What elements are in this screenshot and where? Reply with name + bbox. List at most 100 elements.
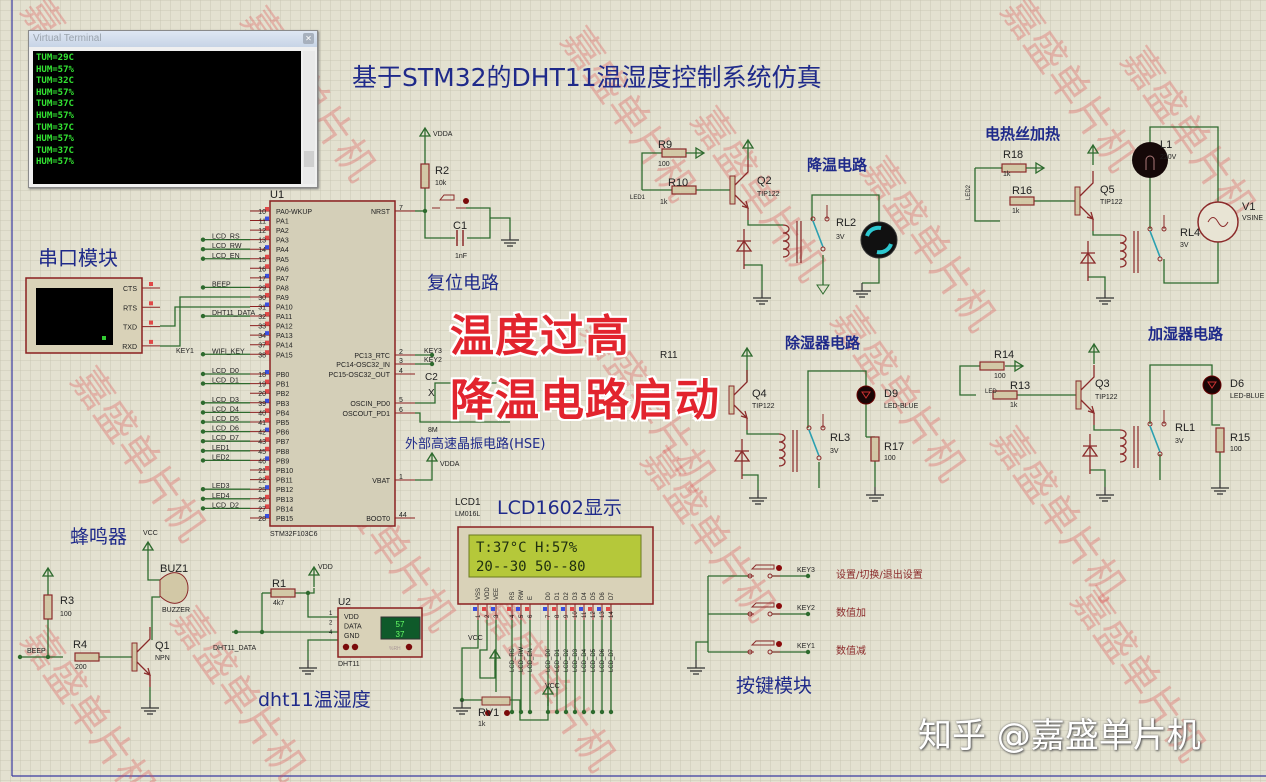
key-contact bbox=[747, 649, 753, 655]
junction-dot bbox=[200, 313, 206, 319]
value-q2: TIP122 bbox=[757, 191, 780, 198]
value-d9: LED-BLUE bbox=[884, 403, 919, 410]
u1-pin-num: 43 bbox=[258, 439, 266, 446]
heater-lamp-icon bbox=[1132, 142, 1168, 178]
rl2-relay-core bbox=[796, 221, 802, 263]
wire bbox=[959, 365, 980, 396]
page-title: 基于STM32的DHT11温湿度控制系统仿真 bbox=[352, 63, 822, 92]
dht11-humidity-readout: 57 bbox=[396, 620, 405, 629]
value-rv1: 1k bbox=[478, 721, 486, 728]
lcd-net-label: LCD_D0 bbox=[546, 648, 552, 672]
value-rl1: 3V bbox=[1175, 438, 1184, 445]
ground-icon bbox=[687, 660, 705, 675]
ref-c2: C2 bbox=[425, 372, 438, 383]
lcd-pin-name: VDD bbox=[485, 587, 491, 600]
pin-marker bbox=[265, 485, 269, 490]
part-lcd1: LM016L bbox=[455, 511, 480, 518]
lcd-pin-num: 8 bbox=[555, 614, 561, 618]
section-heater-label: 电热丝加热 bbox=[985, 125, 1060, 143]
q5-transistor-leads bbox=[1079, 171, 1094, 231]
junction-dot bbox=[259, 629, 265, 635]
wire bbox=[744, 264, 763, 290]
u1-pin-name: PB13 bbox=[276, 497, 293, 504]
net-label: LCD_D6 bbox=[212, 426, 239, 433]
lcd-net-label: LCD_D4 bbox=[582, 648, 588, 672]
pin-marker bbox=[265, 398, 269, 403]
ref-u2: U2 bbox=[338, 597, 351, 608]
u1-pin-num: 5 bbox=[399, 397, 403, 404]
u1-pin-name: PB8 bbox=[276, 449, 289, 456]
u1-pin-name: PA14 bbox=[276, 343, 293, 350]
u1-pin-name: PC13_RTC bbox=[354, 353, 390, 360]
power-label-vcc: VCC bbox=[545, 683, 560, 690]
ref-r1: R1 bbox=[272, 578, 286, 590]
power-arrow-icon bbox=[541, 684, 555, 706]
ref-q3: Q3 bbox=[1095, 378, 1110, 390]
lcd-net-label: LCD_RW bbox=[519, 646, 525, 672]
u1-pin-name: PA12 bbox=[276, 324, 293, 331]
scrollbar-thumb[interactable] bbox=[304, 151, 314, 167]
lcd-pin-num: 9 bbox=[564, 614, 570, 618]
pin-marker bbox=[561, 607, 565, 611]
terminal-scrollbar[interactable] bbox=[303, 51, 315, 184]
labels: 基于STM32的DHT11温湿度控制系统仿真串口模块复位电路外部高速晶振电路(H… bbox=[27, 63, 1265, 728]
value-x1: 8M bbox=[428, 427, 438, 434]
net-label: LCD_RS bbox=[212, 234, 240, 241]
rv1-knob bbox=[485, 710, 491, 716]
junction-dot bbox=[200, 419, 206, 425]
q1-transistor-leads bbox=[136, 627, 151, 687]
u1-pin-num: 32 bbox=[258, 314, 266, 321]
key-contact bbox=[767, 573, 773, 579]
u1-pin-name: PC14-OSC32_IN bbox=[336, 362, 390, 369]
ground-icon bbox=[501, 232, 519, 247]
lcd-pin-num: 7 bbox=[546, 614, 552, 618]
u1-pin-num: 45 bbox=[258, 449, 266, 456]
u1-pin-name: PB11 bbox=[276, 478, 293, 485]
ground-icon bbox=[1096, 487, 1114, 502]
pin-marker bbox=[265, 264, 269, 269]
serial-pin-rts: RTS bbox=[123, 305, 137, 312]
lcd-pin-name: E bbox=[528, 596, 534, 600]
rl1-relay-core bbox=[1133, 426, 1139, 468]
key-button-knob bbox=[776, 603, 782, 609]
wire bbox=[490, 217, 511, 232]
rl4-relay-contact bbox=[1157, 256, 1163, 262]
pin-marker bbox=[516, 607, 520, 611]
u1-pin-num: 3 bbox=[399, 358, 403, 365]
value-q3: TIP122 bbox=[1095, 394, 1118, 401]
part-dht11: DHT11 bbox=[338, 661, 360, 668]
u1-pin-name: PA2 bbox=[276, 228, 289, 235]
lcd-net-label: LCD_RS bbox=[510, 648, 516, 672]
close-icon[interactable]: ✕ bbox=[303, 33, 314, 44]
value-buz1: BUZZER bbox=[162, 607, 190, 614]
pin-marker bbox=[265, 379, 269, 384]
dht11-pin-vdd: VDD bbox=[344, 614, 359, 621]
value-l1: 220V bbox=[1160, 154, 1177, 161]
u1-pin-name: BOOT0 bbox=[366, 516, 390, 523]
u1-pin-name: PB1 bbox=[276, 382, 289, 389]
pin-marker bbox=[265, 302, 269, 307]
u1-pin-name: PA4 bbox=[276, 247, 289, 254]
junction-dot bbox=[527, 709, 533, 715]
u1-pin-num: 30 bbox=[258, 295, 266, 302]
pin-marker bbox=[265, 504, 269, 509]
wire bbox=[1149, 364, 1213, 424]
wire bbox=[1163, 242, 1219, 284]
ref-r10: R10 bbox=[668, 177, 688, 189]
terminal-line: HUM=57% bbox=[36, 110, 74, 121]
lcd-net-label: LCD_D6 bbox=[600, 648, 606, 672]
pin-marker bbox=[265, 446, 269, 451]
net-label-led: LED bbox=[985, 389, 997, 395]
net-label-key1: KEY1 bbox=[176, 348, 194, 355]
lcd-pin-name: D2 bbox=[564, 592, 570, 600]
pin-marker bbox=[265, 408, 269, 413]
ref-r15: R15 bbox=[1230, 432, 1250, 444]
u1-pin-name: PB4 bbox=[276, 410, 289, 417]
terminal-line: HUM=57% bbox=[36, 64, 74, 75]
dht11-unit: %RH bbox=[389, 646, 401, 652]
lcd-pin-name: D0 bbox=[546, 592, 552, 600]
u1-pin-num: 34 bbox=[258, 333, 266, 340]
key-switch bbox=[748, 640, 780, 653]
lcd-pin-num: 13 bbox=[600, 611, 606, 618]
